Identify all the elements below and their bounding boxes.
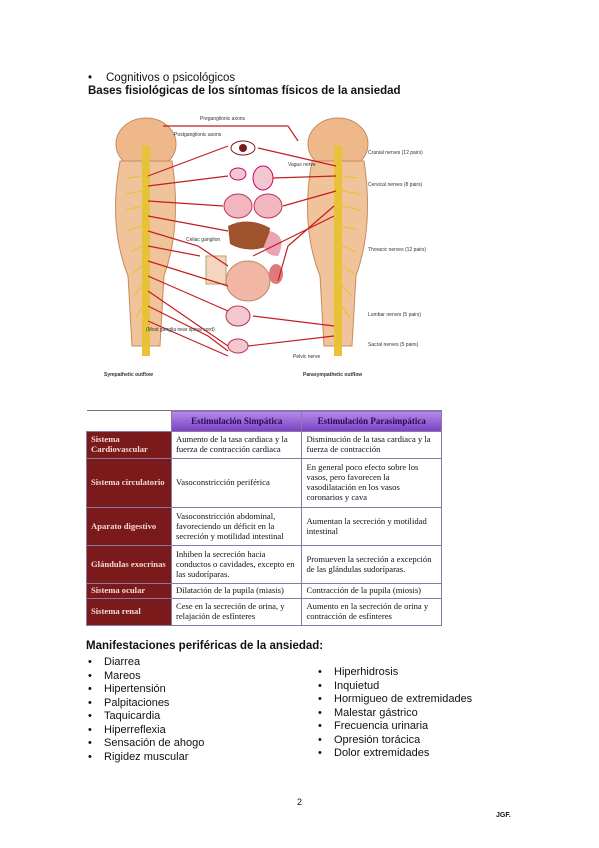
table-row: Glándulas exocrinas Inhiben la secreción… [86, 545, 442, 585]
list-item: Malestar gástrico [316, 707, 516, 721]
cell-sympathetic: Inhiben la secreción hacia conductos o c… [170, 545, 303, 585]
label-celiac: Celiac ganglion [186, 237, 220, 243]
label-cranial: Cranial nerves (12 pairs) [368, 150, 423, 156]
parasympathetic-figure [307, 117, 369, 356]
cell-sympathetic: Dilatación de la pupila (miasis) [170, 583, 303, 600]
row-system: Glándulas exocrinas [86, 545, 172, 585]
page-number: 2 [297, 797, 303, 807]
table-row: Aparato digestivo Vasoconstricción abdom… [86, 507, 442, 547]
cell-sympathetic: Vasoconstricción periférica [170, 457, 303, 509]
list-item: Frecuencia urinaria [316, 720, 516, 734]
list-item: Dolor extremidades [316, 747, 516, 761]
list-item: Opresión torácica [316, 734, 516, 748]
table-corner [86, 410, 172, 432]
cell-sympathetic: Aumento de la tasa cardiaca y la fuerza … [170, 431, 303, 459]
list-item: Inquietud [316, 680, 516, 694]
label-vagus: Vagus nerve [288, 162, 316, 168]
top-bullet-text: Cognitivos o psicológicos [106, 72, 236, 84]
list-item: Diarrea [86, 656, 286, 670]
cell-sympathetic: Cese en la secreción de orina, y relajac… [170, 598, 303, 626]
autonomic-nervous-system-diagram: Preganglionic axons Postganglionic axons… [88, 106, 443, 388]
comparison-table: Estimulación Simpática Estimulación Para… [86, 410, 442, 626]
table-header-row: Estimulación Simpática Estimulación Para… [86, 410, 442, 432]
cell-parasympathetic: Aumento en la secreción de orina y contr… [301, 598, 442, 626]
bullet-dot: • [88, 72, 93, 84]
row-system: Sistema ocular [86, 583, 172, 600]
list-item: Hiperreflexia [86, 724, 286, 738]
label-sacral: Sacral nerves (5 pairs) [368, 342, 419, 348]
cell-sympathetic: Vasoconstricción abdominal, favoreciendo… [170, 507, 303, 547]
row-system: Aparato digestivo [86, 507, 172, 547]
section-title: Bases fisiológicas de los síntomas físic… [88, 85, 401, 97]
list-item: Hiperhidrosis [316, 666, 516, 680]
list-item: Hormigueo de extremidades [316, 693, 516, 707]
cell-parasympathetic: Contracción de la pupila (miosis) [301, 583, 442, 600]
table-row: Sistema Cardiovascular Aumento de la tas… [86, 431, 442, 459]
list-item: Mareos [86, 670, 286, 684]
row-system: Sistema Cardiovascular [86, 431, 172, 459]
nerve-pathways [147, 125, 337, 357]
label-cervical: Cervical nerves (8 pairs) [368, 182, 423, 188]
header-parasympathetic: Estimulación Parasimpática [301, 410, 442, 432]
row-system: Sistema circulatorio [86, 457, 172, 509]
organs [205, 140, 283, 354]
row-system: Sistema renal [86, 598, 172, 626]
list-item: Taquicardia [86, 710, 286, 724]
table-row: Sistema circulatorio Vasoconstricción pe… [86, 457, 442, 509]
cell-parasympathetic: Disminución de la tasa cardiaca y la fue… [301, 431, 442, 459]
left-symptom-list: Diarrea Mareos Hipertensión Palpitacione… [86, 656, 286, 764]
header-sympathetic: Estimulación Simpática [170, 410, 303, 432]
right-symptom-list: Hiperhidrosis Inquietud Hormigueo de ext… [316, 666, 516, 761]
cell-parasympathetic: En general poco efecto sobre los vasos, … [301, 457, 442, 509]
table-row: Sistema renal Cese en la secreción de or… [86, 598, 442, 626]
label-sympathetic-outflow: Sympathetic outflow [104, 372, 153, 378]
label-lumbar: Lumbar nerves (5 pairs) [368, 312, 421, 318]
label-postganglionic: Postganglionic axons [174, 132, 222, 138]
table-row: Sistema ocular Dilatación de la pupila (… [86, 583, 442, 600]
cell-parasympathetic: Promueven la secreción a excepción de la… [301, 545, 442, 585]
list-item: Palpitaciones [86, 697, 286, 711]
manifestations-title: Manifestaciones periféricas de la ansied… [86, 640, 324, 652]
label-parasympathetic-outflow: Parasympathetic outflow [303, 372, 362, 378]
label-pelvic: Pelvic nerve [293, 354, 320, 360]
list-item: Hipertensión [86, 683, 286, 697]
cell-parasympathetic: Aumentan la secreción y motilidad intest… [301, 507, 442, 547]
list-item: Sensación de ahogo [86, 737, 286, 751]
label-most-ganglia: (Most ganglia near spinal cord) [146, 327, 215, 333]
label-preganglionic: Preganglionic axons [200, 116, 246, 122]
list-item: Rigidez muscular [86, 751, 286, 765]
author-initials: JGF. [496, 812, 511, 819]
label-thoracic: Thoracic nerves (12 pairs) [368, 247, 426, 253]
